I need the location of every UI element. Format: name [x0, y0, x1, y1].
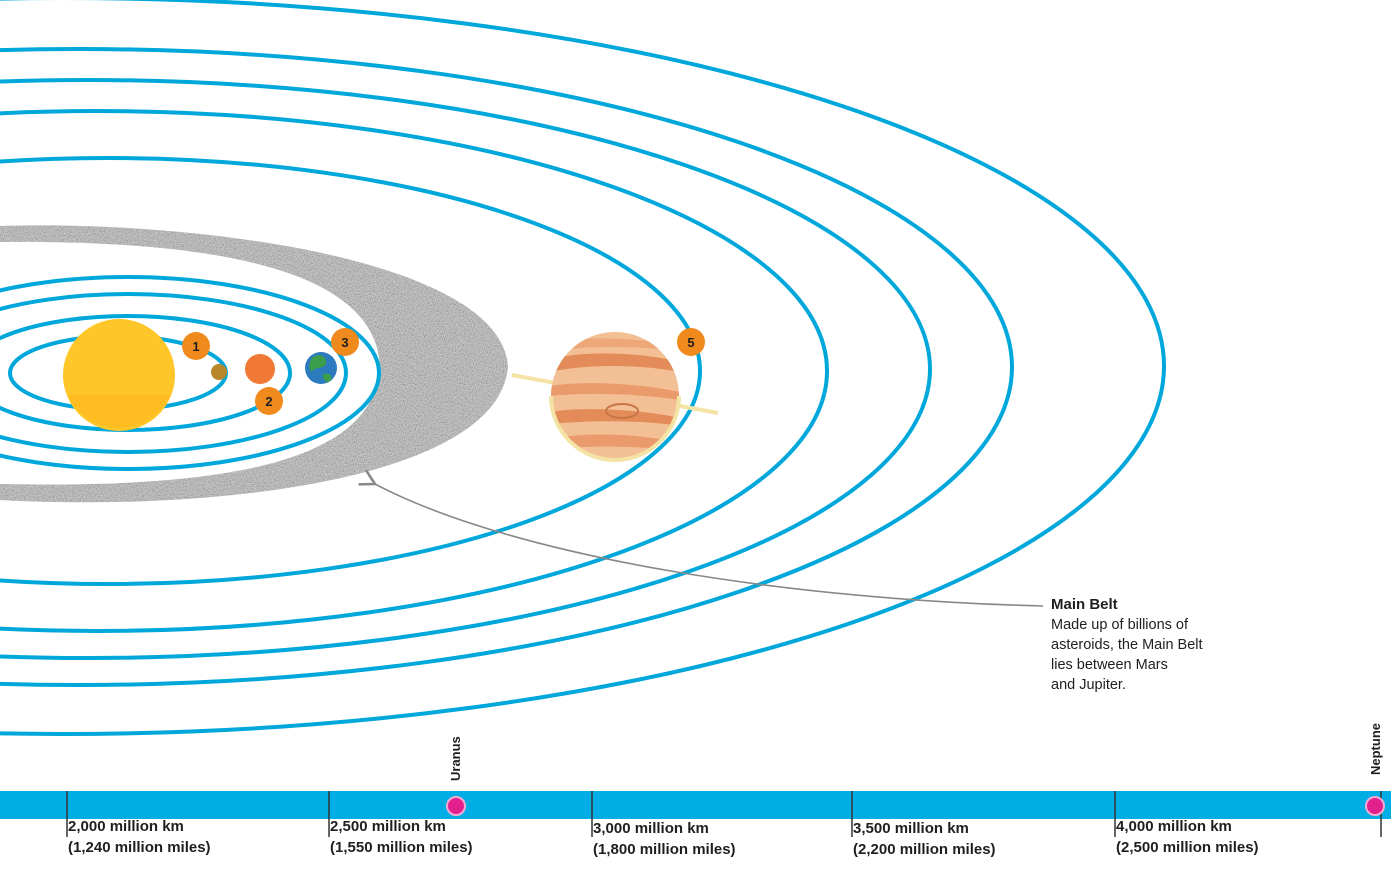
marker-neptune-label: Neptune	[1368, 723, 1383, 775]
main-belt	[0, 225, 508, 503]
planet-jupiter	[511, 332, 719, 462]
badge-2: 2	[255, 387, 283, 415]
tick-miles-label: (1,550 million miles)	[330, 839, 473, 856]
marker-uranus	[446, 796, 466, 816]
badge-5: 5	[677, 328, 705, 356]
svg-text:3: 3	[341, 335, 348, 350]
annotation-line: lies between Mars	[1051, 657, 1168, 673]
planet-venus	[245, 354, 275, 384]
badge-3: 3	[331, 328, 359, 356]
planet-mercury	[211, 364, 227, 380]
orbit-3	[0, 292, 348, 454]
svg-text:5: 5	[687, 335, 694, 350]
marker-neptune	[1365, 796, 1385, 816]
annotation-title: Main Belt	[1051, 596, 1118, 613]
orbit-7	[0, 78, 932, 660]
annotation-line: asteroids, the Main Belt	[1051, 637, 1203, 653]
tick-miles-label: (2,500 million miles)	[1116, 839, 1259, 856]
badge-1: 1	[182, 332, 210, 360]
tick-km-label: 3,000 million km	[593, 820, 709, 837]
orbit-9	[0, 0, 1166, 736]
sun-shade	[68, 395, 170, 428]
distance-scale: 2,000 million km (1,240 million miles) 2…	[0, 723, 1391, 858]
orbit-6	[0, 109, 829, 633]
planet-earth	[305, 352, 337, 384]
svg-text:1: 1	[192, 339, 199, 354]
orbit-8	[0, 47, 1014, 687]
tick-miles-label: (1,240 million miles)	[68, 839, 211, 856]
annotation-line: and Jupiter.	[1051, 677, 1126, 693]
tick-km-label: 4,000 million km	[1116, 818, 1232, 835]
tick-km-label: 2,500 million km	[330, 818, 446, 835]
main-belt-arrow	[358, 469, 1044, 607]
orbits	[0, 0, 1166, 736]
orbit-5	[0, 156, 702, 586]
svg-text:2: 2	[265, 394, 272, 409]
main-belt-annotation: Main Belt Made up of billions of asteroi…	[1051, 596, 1203, 693]
scale-bar	[0, 791, 1391, 819]
tick-miles-label: (1,800 million miles)	[593, 841, 736, 858]
tick-miles-label: (2,200 million miles)	[853, 841, 996, 858]
marker-uranus-label: Uranus	[448, 736, 463, 781]
main-belt-grain	[0, 225, 508, 503]
annotation-line: Made up of billions of	[1051, 617, 1189, 633]
tick-km-label: 3,500 million km	[853, 820, 969, 837]
tick-km-label: 2,000 million km	[68, 818, 184, 835]
orbit-4	[0, 275, 381, 471]
